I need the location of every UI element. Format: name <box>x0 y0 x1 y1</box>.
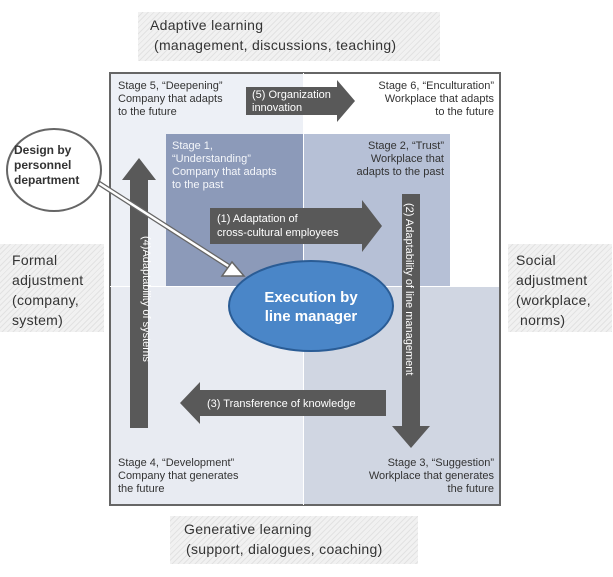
stage-3-text: Stage 3, “Suggestion” Workplace that gen… <box>332 457 494 496</box>
left-label-line3: (company, <box>12 292 80 308</box>
stage-6-line2: Workplace that adapts <box>384 93 494 105</box>
stage-4-line1: Stage 4, “Development” <box>118 457 235 469</box>
top-label-line1: Adaptive learning <box>150 17 264 33</box>
top-label-line2: (management, discussions, teaching) <box>154 37 397 53</box>
stage-6-text: Stage 6, “Enculturation” Workplace that … <box>332 80 494 119</box>
arrow-2-label: (2) Adaptability of line management <box>403 203 415 375</box>
arrow-5-label-line1: (5) Organization <box>252 89 331 101</box>
callout-line2: personnel <box>14 158 72 172</box>
stage-1-line4: to the past <box>172 179 224 191</box>
center-line1: Execution by <box>264 289 358 306</box>
stage-4-text: Stage 4, “Development” Company that gene… <box>118 457 238 496</box>
stage-2-line2: Workplace that <box>370 153 444 165</box>
stage-1-line1: Stage 1, <box>172 140 213 152</box>
arrow-2-shape <box>392 194 430 448</box>
right-label-bg <box>508 244 612 332</box>
center-line2: line manager <box>264 308 358 325</box>
callout-text: Design by personnel department <box>14 143 96 188</box>
stage-1-text: Stage 1, “Understanding” Company that ad… <box>172 140 277 192</box>
bottom-label-bg <box>170 516 418 564</box>
left-label-line2: adjustment <box>12 272 84 288</box>
center-text: Execution by line manager <box>230 288 392 326</box>
stage-1-line2: “Understanding” <box>172 153 251 165</box>
right-label-line1: Social <box>516 252 556 268</box>
right-label: Social adjustment (workplace, norms) <box>516 250 591 330</box>
arrow-5-label-line2: innovation <box>252 102 302 114</box>
arrow-1-label-line2: cross-cultural employees <box>217 227 339 239</box>
stage-6-line3: to the future <box>435 106 494 118</box>
stage-4-line3: the future <box>118 483 165 495</box>
stage-2-text: Stage 2, “Trust” Workplace that adapts t… <box>320 140 444 179</box>
bottom-label-line1: Generative learning <box>184 521 312 537</box>
outer-frame <box>109 72 501 506</box>
callout-circle <box>6 128 102 212</box>
stage-4-line2: Company that generates <box>118 470 239 482</box>
arrow-1-label-line1: (1) Adaptation of <box>217 213 299 225</box>
left-label-line4: system) <box>12 312 64 328</box>
left-label-line1: Formal <box>12 252 58 268</box>
arrow-3-shape <box>180 382 386 424</box>
arrow-3-label: (3) Transference of knowledge <box>207 398 356 410</box>
left-label: Formal adjustment (company, system) <box>12 250 83 330</box>
stage-5-line3: to the future <box>118 106 177 118</box>
callout-connector-fill <box>93 178 237 273</box>
stage-3-line1: Stage 3, “Suggestion” <box>387 457 494 469</box>
arrow-1-shape <box>210 200 382 252</box>
callout-arrowhead <box>220 260 246 277</box>
stage-6-line1: Stage 6, “Enculturation” <box>378 80 494 92</box>
right-label-line2: adjustment <box>516 272 588 288</box>
top-label-bg <box>138 12 440 61</box>
top-label: Adaptive learning (management, discussio… <box>150 15 396 55</box>
stage-2-line1: Stage 2, “Trust” <box>367 140 444 152</box>
stage-1-line3: Company that adapts <box>172 166 277 178</box>
stage-3-line3: the future <box>447 483 494 495</box>
arrow-5-shape <box>246 80 355 122</box>
stage-5-line2: Company that adapts <box>118 93 223 105</box>
stage-2-line3: adapts to the past <box>356 166 444 178</box>
arrow-4-shape <box>122 158 156 428</box>
right-label-line4: norms) <box>520 312 566 328</box>
callout-line3: department <box>14 173 80 187</box>
right-label-line3: (workplace, <box>516 292 591 308</box>
bottom-label-line2: (support, dialogues, coaching) <box>186 541 383 557</box>
stage-5-text: Stage 5, “Deepening” Company that adapts… <box>118 80 223 119</box>
callout-line1: Design by <box>14 143 72 157</box>
left-label-bg <box>0 244 104 332</box>
arrow-4-label: (4)Adaptability of systems <box>140 236 152 362</box>
center-ellipse <box>228 260 394 352</box>
bottom-label: Generative learning (support, dialogues,… <box>184 519 383 559</box>
stage-5-line1: Stage 5, “Deepening” <box>118 80 223 92</box>
stage-3-line2: Workplace that generates <box>368 470 494 482</box>
